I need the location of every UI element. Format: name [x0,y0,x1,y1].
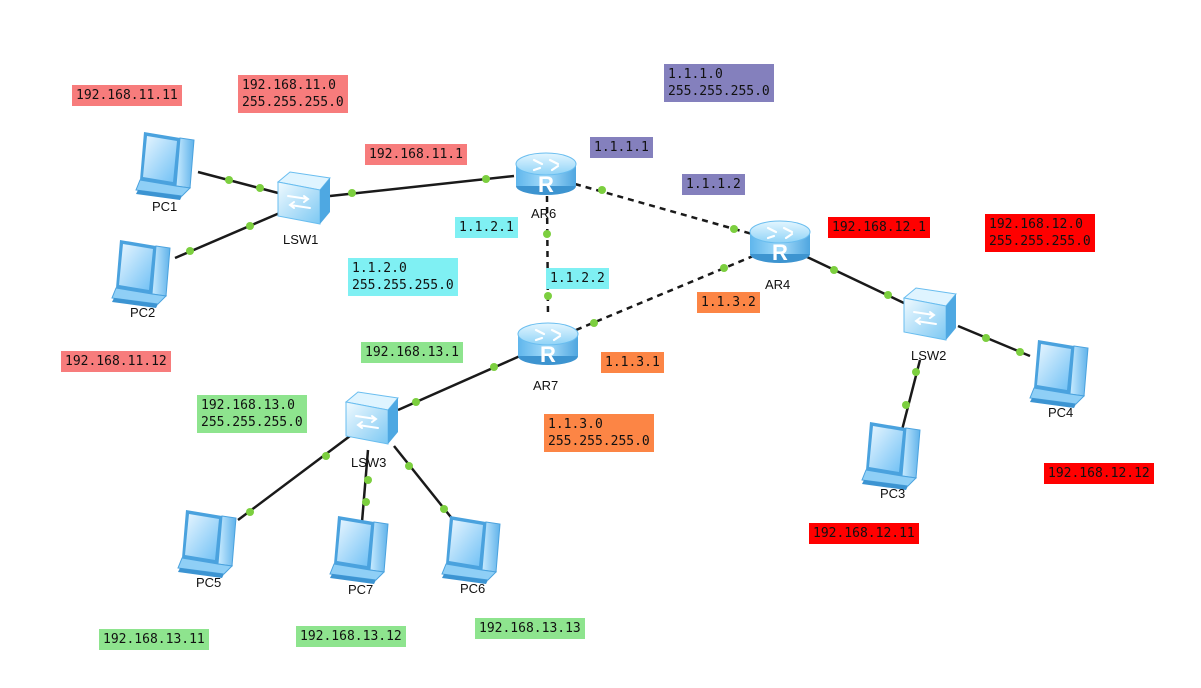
pc3-icon[interactable] [861,421,925,491]
ar7-to-ar4-label: 1.1.3.1 [601,352,664,373]
ar6-to-ar7-label: 1.1.2.1 [455,217,518,238]
pc5-ip-label: 192.168.13.11 [99,629,209,650]
lsw3-name: LSW3 [351,455,387,470]
pc2-name: PC2 [130,305,156,320]
ar4-to-ar7-label: 1.1.3.2 [697,292,760,313]
lsw2-icon[interactable] [903,287,957,341]
ar4-icon[interactable]: R [748,219,812,265]
pc2-icon[interactable] [111,239,175,309]
pc1-icon[interactable] [135,131,199,201]
lsw2-name: LSW2 [911,348,947,363]
router-glyph: R [772,240,788,265]
ar7-to-ar6-label: 1.1.2.2 [546,268,609,289]
link-ar6-ar4 [574,182,753,236]
ar6-icon[interactable]: R [514,151,578,197]
link-lsw3-pc6 [393,445,459,527]
ar6-name: AR6 [531,206,557,221]
pc3-ip-label: 192.168.12.11 [809,523,919,544]
link-lsw3-pc7 [360,449,370,523]
pc1-ip-label: 192.168.11.11 [72,85,182,106]
ar7-icon[interactable]: R [516,321,580,367]
lsw3-icon[interactable] [345,391,399,445]
link-pc1-lsw1 [197,170,283,196]
router-glyph: R [540,342,556,367]
pc4-ip-label: 192.168.12.12 [1044,463,1154,484]
pc4-name: PC4 [1048,405,1074,420]
ar4-to-ar6-label: 1.1.1.2 [682,174,745,195]
pc7-icon[interactable] [329,515,393,585]
ar7-name: AR7 [533,378,559,393]
pc7-name: PC7 [348,582,374,597]
ar7-g-label: 192.168.13.1 [361,342,463,363]
pc2-ip-label: 192.168.11.12 [61,351,171,372]
port-dots [186,175,1024,516]
pc1-name: PC1 [152,199,178,214]
pc6-ip-label: 192.168.13.13 [475,618,585,639]
pc5-name: PC5 [196,575,222,590]
router-glyph: R [538,172,554,197]
lsw1-name: LSW1 [283,232,319,247]
ar6-g1-label: 192.168.11.1 [365,144,467,165]
ar6-to-ar4-label: 1.1.1.1 [590,137,653,158]
link-lsw3-pc5 [237,435,351,521]
pc7-ip-label: 192.168.13.12 [296,626,406,647]
pc4-icon[interactable] [1029,339,1093,409]
ar4-g-label: 192.168.12.1 [828,217,930,238]
pc6-icon[interactable] [441,515,505,585]
pc6-name: PC6 [460,581,486,596]
pc3-name: PC3 [880,486,906,501]
lsw1-icon[interactable] [277,171,331,225]
pc5-icon[interactable] [177,509,241,579]
ar4-name: AR4 [765,277,791,292]
